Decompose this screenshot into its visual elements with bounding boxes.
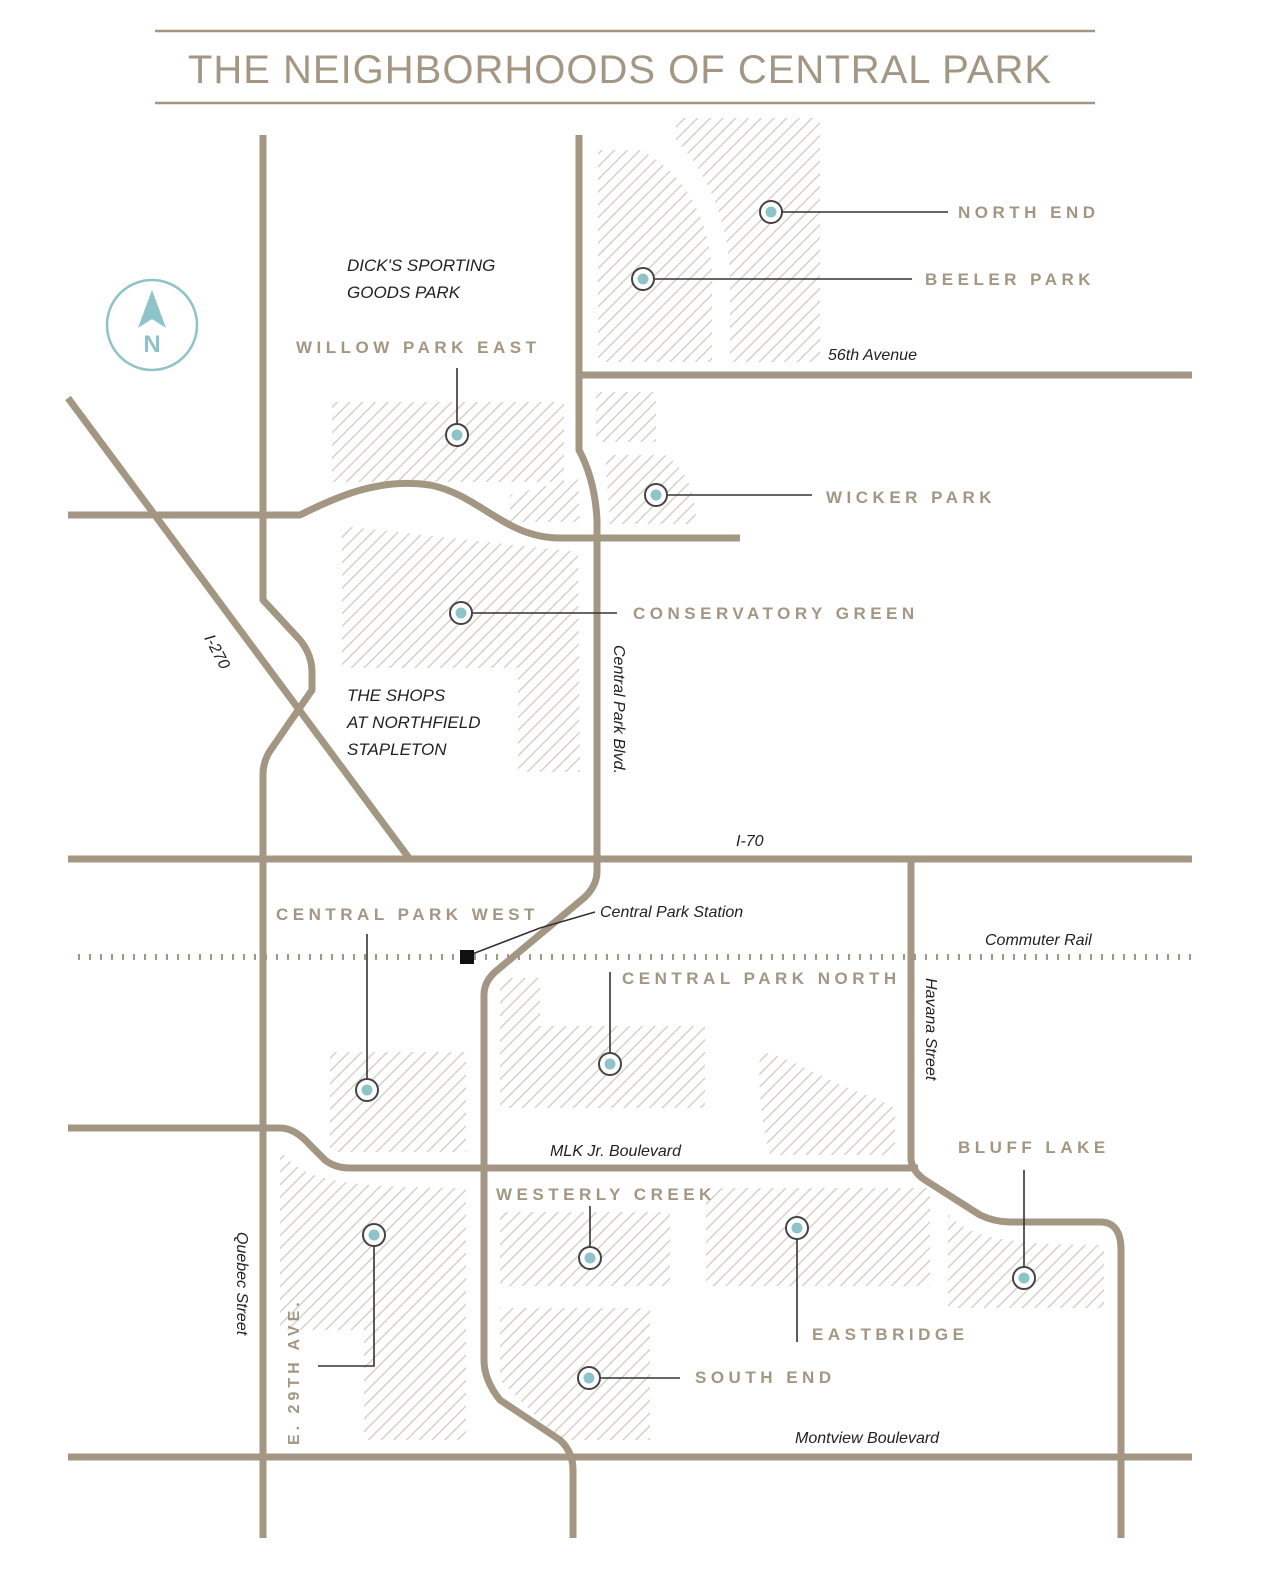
neighborhood-markers [355,200,1036,1390]
marker-willow-park-east[interactable] [445,423,469,447]
roads [65,135,1192,1538]
marker-bluff-lake[interactable] [1012,1266,1036,1290]
label-havana-street: Havana Street [922,978,939,1081]
road-i270 [65,395,412,861]
label-westerly-creek: WESTERLY CREEK [496,1185,716,1204]
label-dicks-line1: DICK'S SPORTING [347,256,495,275]
area-small-hatch-c [759,1052,895,1155]
marker-south-end[interactable] [577,1366,601,1390]
road-mlk-boulevard [68,1124,918,1172]
compass-circle [105,278,199,372]
marker-beeler-park[interactable] [631,267,655,291]
area-small-hatch-a [510,478,580,522]
label-i270: I-270 [200,632,232,672]
label-commuter-rail: Commuter Rail [985,932,1092,949]
label-central-park-west: CENTRAL PARK WEST [276,905,539,924]
area-west-south-lower [364,1305,466,1440]
marker-unlabeled-west[interactable] [362,1223,386,1247]
label-shops-line3: STAPLETON [347,740,447,759]
label-i70: I-70 [736,833,764,850]
page-title: THE NEIGHBORHOODS OF CENTRAL PARK [188,48,1052,92]
area-central-park-north [500,978,705,1108]
leader-unlabeled-west [318,1235,375,1367]
area-conservatory-green [342,526,580,772]
label-central-park-north: CENTRAL PARK NORTH [622,969,901,988]
label-north-end: NORTH END [958,203,1100,222]
label-shops-line1: THE SHOPS [347,686,446,705]
marker-westerly-creek[interactable] [578,1246,602,1270]
marker-central-park-west[interactable] [355,1078,379,1102]
area-central-park-west [330,1052,466,1152]
label-eastbridge: EASTBRIDGE [812,1325,968,1344]
road-quebec-street [259,135,316,1538]
area-north-end [676,118,820,362]
marker-wicker-park[interactable] [644,483,668,507]
marker-eastbridge[interactable] [785,1216,809,1240]
north-arrow-icon [138,290,166,328]
label-montview-boulevard: Montview Boulevard [795,1430,940,1447]
label-south-end: SOUTH END [695,1368,836,1387]
marker-conservatory-green[interactable] [449,601,473,625]
station-icon [460,950,474,964]
neighborhood-areas [280,118,1104,1440]
area-beeler-park [598,150,713,362]
label-conservatory-green: CONSERVATORY GREEN [633,604,919,623]
label-56th-avenue: 56th Avenue [828,347,917,364]
label-e29th-ave: E. 29TH AVE. [286,1298,303,1445]
marker-north-end[interactable] [759,200,783,224]
label-beeler-park: BEELER PARK [925,270,1095,289]
road-labels: 56th Avenue I-270 Central Park Blvd. I-7… [200,347,1092,1447]
label-mlk-boulevard: MLK Jr. Boulevard [550,1143,682,1160]
marker-central-park-north[interactable] [598,1052,622,1076]
road-central-park-blvd [480,135,601,1538]
label-wicker-park: WICKER PARK [826,488,996,507]
area-bluff-lake [948,1214,1104,1308]
leader-lines [318,211,1025,1379]
area-south-end [500,1308,650,1440]
road-curve-west [68,479,740,542]
place-labels: DICK'S SPORTING GOODS PARK THE SHOPS AT … [346,256,743,921]
neighborhood-labels: NORTH END BEELER PARK WILLOW PARK EAST W… [276,203,1110,1387]
label-central-park-station: Central Park Station [600,904,743,921]
label-willow-park-east: WILLOW PARK EAST [296,338,541,357]
label-shops-line2: AT NORTHFIELD [346,713,481,732]
label-dicks-line2: GOODS PARK [347,283,461,302]
compass: N [105,278,199,372]
area-small-hatch-b [596,392,656,442]
label-central-park-blvd: Central Park Blvd. [610,645,627,774]
leader-station [466,911,596,957]
compass-letter: N [143,331,160,358]
label-quebec-street: Quebec Street [233,1232,250,1336]
road-havana-street [907,862,1125,1538]
label-bluff-lake: BLUFF LAKE [958,1138,1110,1157]
area-eastbridge [706,1188,930,1286]
